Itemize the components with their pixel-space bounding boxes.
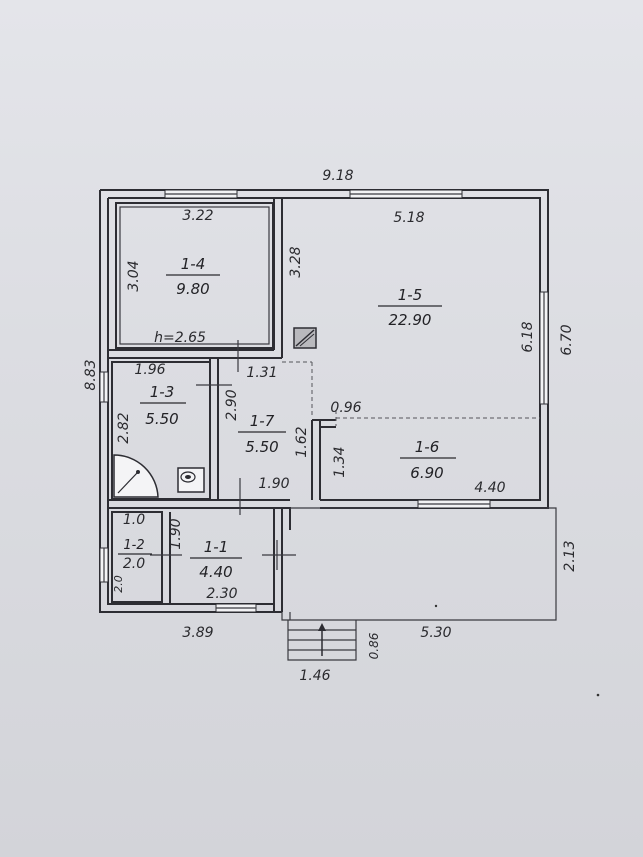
dim-r13-height: 2.82 bbox=[116, 412, 132, 443]
room-1-2: 1-2 bbox=[118, 538, 152, 555]
dim-r14-height: 3.04 bbox=[126, 260, 142, 291]
dim-bottom-left: 3.89 bbox=[182, 625, 213, 641]
dim-r17-right: 1.62 bbox=[294, 426, 310, 457]
room-1-7-id: 1-7 bbox=[250, 412, 275, 430]
room-1-1-id: 1-1 bbox=[204, 538, 229, 556]
dim-r17-left: 2.90 bbox=[224, 389, 240, 420]
room-1-2-id: 1-2 bbox=[123, 538, 144, 553]
dim-total-width: 9.18 bbox=[322, 168, 353, 184]
room-1-6: 1-6 6.90 bbox=[400, 438, 456, 482]
room-1-6-id: 1-6 bbox=[415, 438, 440, 456]
room-1-4-area: 9.80 bbox=[176, 280, 209, 298]
dim-r11-bottom: 2.30 bbox=[206, 586, 237, 602]
room-labels: 1-4 9.80 1-5 22.90 1-3 5.50 1-7 5.50 1-6… bbox=[118, 255, 456, 581]
room-1-5-id: 1-5 bbox=[398, 286, 423, 304]
toilet-icon bbox=[177, 467, 205, 493]
dim-r16-bottom: 4.40 bbox=[474, 480, 505, 496]
dim-r14-width: 3.22 bbox=[182, 208, 213, 224]
dim-r11-side: 1.90 bbox=[168, 518, 184, 549]
dim-r15-left: 3.28 bbox=[288, 246, 304, 277]
dim-r15-width: 5.18 bbox=[393, 210, 424, 226]
speck-mark bbox=[434, 604, 438, 608]
stove-icon bbox=[293, 327, 317, 349]
shower-icon bbox=[113, 454, 159, 498]
dimension-labels: 9.18 8.83 3.22 3.04 h=2.65 5.18 3.28 6.1… bbox=[83, 168, 578, 684]
room-1-3-id: 1-3 bbox=[150, 383, 175, 401]
door-marks bbox=[150, 340, 296, 570]
dim-r17-bottom: 1.90 bbox=[258, 476, 289, 492]
dim-r12-bottom: 2.0 bbox=[123, 556, 145, 572]
dim-r15-right: 6.18 bbox=[520, 321, 536, 352]
dim-r16-notch: 0.96 bbox=[330, 400, 361, 416]
room-1-1: 1-1 4.40 bbox=[190, 538, 242, 581]
dim-terrace-side: 2.13 bbox=[562, 540, 578, 571]
room-1-5: 1-5 22.90 bbox=[378, 286, 442, 329]
windows bbox=[99, 189, 549, 613]
dim-outer-right: 6.70 bbox=[559, 324, 575, 355]
dim-r13-width: 1.96 bbox=[134, 362, 165, 378]
dim-r17-top: 1.31 bbox=[246, 365, 277, 381]
room-1-3-area: 5.50 bbox=[145, 410, 178, 428]
dim-stair-depth: 0.86 bbox=[367, 632, 381, 659]
room-1-3: 1-3 5.50 bbox=[140, 383, 186, 428]
interior-walls bbox=[108, 198, 557, 621]
room-1-4: 1-4 9.80 bbox=[166, 255, 220, 298]
dim-r16-left: 1.34 bbox=[332, 446, 348, 477]
room-1-7: 1-7 5.50 bbox=[238, 412, 286, 456]
room-1-5-area: 22.90 bbox=[389, 311, 432, 329]
dim-left-height: 8.83 bbox=[83, 359, 99, 390]
room-1-7-area: 5.50 bbox=[245, 438, 278, 456]
room-1-1-area: 4.40 bbox=[199, 563, 232, 581]
dim-r12-side: 2.0 bbox=[112, 575, 125, 593]
dim-r14-ceiling: h=2.65 bbox=[154, 330, 206, 346]
dim-r12-width: 1.0 bbox=[123, 512, 145, 528]
dim-stair-width: 1.46 bbox=[299, 668, 330, 684]
room-1-4-id: 1-4 bbox=[181, 255, 206, 273]
dim-bottom-right: 5.30 bbox=[420, 625, 451, 641]
entrance-stairs bbox=[287, 620, 357, 661]
room-1-6-area: 6.90 bbox=[410, 464, 443, 482]
speck-mark bbox=[596, 693, 600, 697]
